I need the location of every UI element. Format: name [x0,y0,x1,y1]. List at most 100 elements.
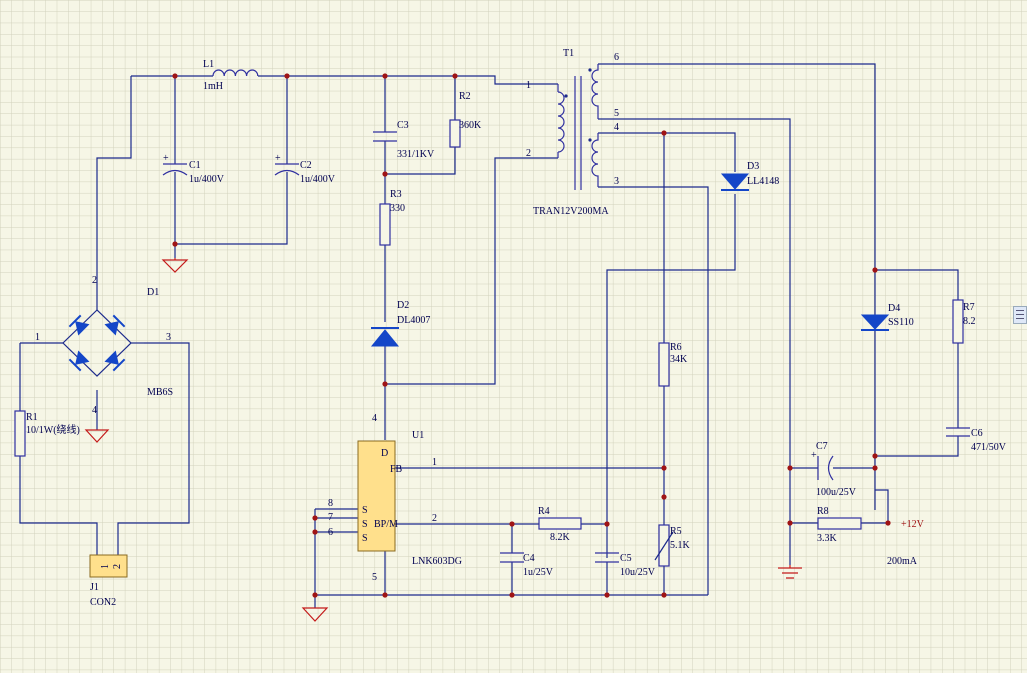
r6-ref: R6 [670,342,682,353]
resistor-r8[interactable] [817,517,862,530]
r8-ref: R8 [817,506,829,517]
d1-pin-1: 1 [35,332,40,343]
u1-value: LNK603DG [412,556,462,567]
resistor-r7[interactable] [952,299,964,344]
r1-value: 10/1W(绕线) [26,423,80,436]
u1-pin-name-fb: FB [390,464,403,475]
c7-value: 100u/25V [816,487,857,498]
l1-ref: L1 [203,59,214,70]
d1-pin-2: 2 [92,275,97,286]
r3-value: 330 [390,203,405,214]
t1-pin-3: 3 [614,176,619,187]
r5-value: 5.1K [670,540,691,551]
transformer-t1[interactable] [540,64,599,190]
c1-ref: C1 [189,160,201,171]
diode-d4[interactable] [860,314,890,331]
resistor-r4[interactable] [538,517,582,530]
c3-ref: C3 [397,120,409,131]
u1-pin-name-s1: S [362,505,368,516]
r4-value: 8.2K [550,532,571,543]
c3-value: 331/1KV [397,149,435,160]
r6-value: 34K [670,354,688,365]
r5-wiper-arrow [654,531,674,561]
output-net-label: +12V [901,519,925,530]
r1-ref: R1 [26,412,38,423]
d2-ref: D2 [397,300,409,311]
r7-value: 8.2 [963,316,976,327]
d4-ref: D4 [888,303,900,314]
u1-pin-7: 7 [328,512,333,523]
u1-pin-4: 4 [372,413,377,424]
inductor-l1[interactable] [212,69,259,77]
d1-ref: D1 [147,287,159,298]
svg-text:+: + [275,153,281,164]
c5-ref: C5 [620,553,632,564]
c5-value: 10u/25V [620,567,656,578]
c4-value: 1u/25V [523,567,554,578]
c4-ref: C4 [523,553,535,564]
resistor-r3[interactable] [379,203,391,246]
j1-value: CON2 [90,597,116,608]
r2-value: 360K [459,120,482,131]
capacitor-c1[interactable]: + [162,153,188,176]
resistor-r2[interactable] [449,119,461,148]
t1-pin-5: 5 [614,108,619,119]
capacitor-c4[interactable] [500,552,524,563]
u1-pin-name-bpm: BP/M [374,519,398,530]
d1-pin-4: 4 [92,405,97,416]
u1-pin-1: 1 [432,457,437,468]
j1-pin-2: 2 [112,564,123,569]
diode-d3[interactable] [720,173,750,191]
r2-ref: R2 [459,91,471,102]
t1-ref: T1 [563,48,574,59]
d3-ref: D3 [747,161,759,172]
c6-ref: C6 [971,428,983,439]
svg-text:+: + [811,450,817,461]
d1-pin-3: 3 [166,332,171,343]
ground-symbol-ic [301,607,329,622]
r7-ref: R7 [963,302,975,313]
u1-pin-name-d: D [381,448,388,459]
diode-d2[interactable] [370,327,400,347]
c6-value: 471/50V [971,442,1007,453]
capacitor-c7[interactable]: + [811,450,834,481]
t1-pin-2: 2 [526,148,531,159]
ic-u1-body[interactable] [357,440,396,552]
r4-ref: R4 [538,506,550,517]
j1-ref: J1 [90,582,99,593]
r3-ref: R3 [390,189,402,200]
u1-pin-6: 6 [328,527,333,538]
c2-ref: C2 [300,160,312,171]
u1-pin-2: 2 [432,513,437,524]
connector-j1-body[interactable] [89,554,128,578]
capacitor-c2[interactable]: + [274,153,300,176]
capacitor-c3[interactable] [373,131,397,142]
u1-pin-name-s2: S [362,519,368,530]
u1-pin-name-s3: S [362,533,368,544]
r5-ref: R5 [670,526,682,537]
u1-pin-8: 8 [328,498,333,509]
r8-value: 3.3K [817,533,838,544]
t1-pin-6: 6 [614,52,619,63]
u1-ref: U1 [412,430,424,441]
d1-value: MB6S [147,387,173,398]
svg-text:+: + [163,153,169,164]
resistor-r1[interactable] [14,410,26,457]
d3-value: LL4148 [747,176,779,187]
scroll-handle[interactable] [1013,306,1027,324]
bridge-rectifier-d1[interactable] [62,309,144,377]
t1-pin-1: 1 [526,80,531,91]
t1-pin-4: 4 [614,122,619,133]
capacitor-c6[interactable] [946,427,970,437]
t1-value: TRAN12V200MA [533,206,609,217]
junctions [172,73,891,598]
resistor-r6[interactable] [658,342,670,387]
ground-symbol-output [778,565,802,579]
capacitor-c5[interactable] [595,552,619,563]
c2-value: 1u/400V [300,174,336,185]
j1-pin-1: 1 [100,564,111,569]
l1-value: 1mH [203,81,223,92]
